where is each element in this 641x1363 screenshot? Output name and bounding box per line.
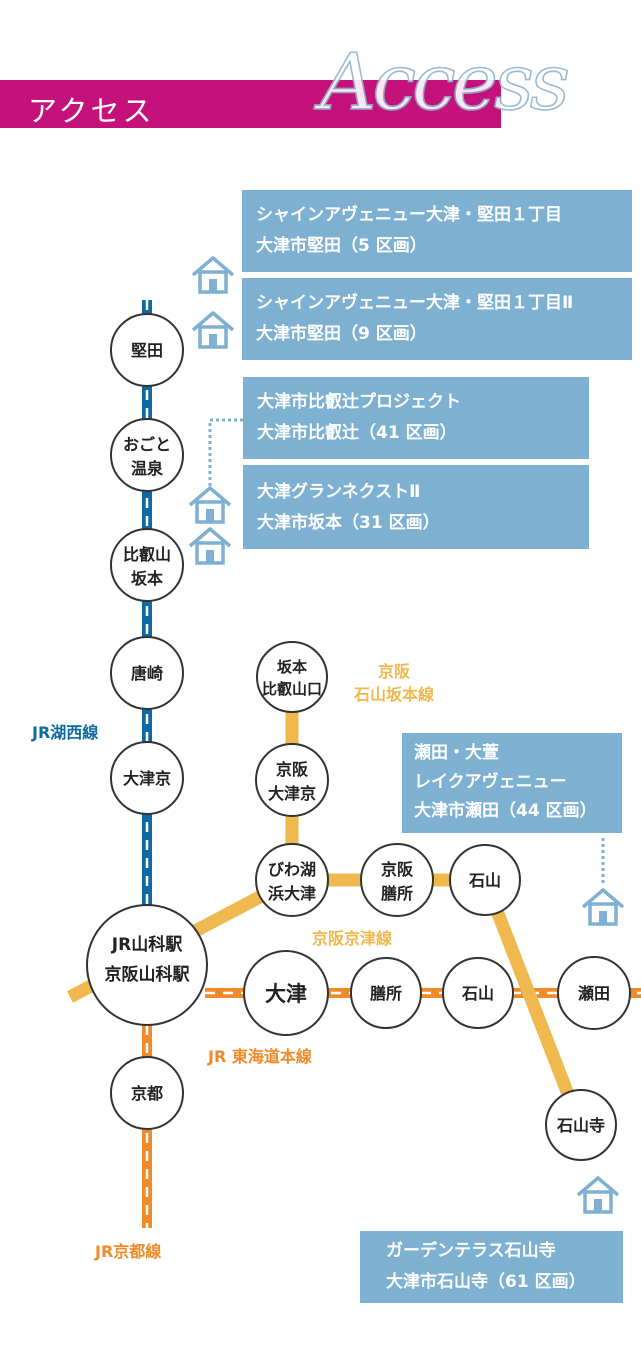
svg-text:京都: 京都 <box>131 1084 163 1103</box>
station-karasaki: 唐崎 <box>110 636 184 710</box>
property-name: シャインアヴェニュー大津・堅田１丁目 <box>256 205 562 225</box>
svg-text:坂本: 坂本 <box>277 658 307 676</box>
page-title: アクセス <box>28 94 155 128</box>
label-keihan-ishiyama-1: 京阪 <box>378 662 411 681</box>
svg-text:坂本: 坂本 <box>131 569 163 588</box>
svg-text:大津京: 大津京 <box>268 784 316 803</box>
script-title: Access <box>319 37 571 129</box>
station-ogoto-onsen: おごと 温泉 <box>110 418 184 492</box>
station-ishiyamadera: 石山寺 <box>545 1089 617 1161</box>
property-name: 大津市比叡辻プロジェクト <box>257 392 461 412</box>
house-icon <box>581 888 625 926</box>
svg-text:大津: 大津 <box>265 982 307 1006</box>
property-location: 大津市石山寺（61 区画） <box>386 1272 586 1292</box>
station-ishiyama: 石山 <box>442 957 514 1029</box>
svg-text:堅田: 堅田 <box>131 341 163 360</box>
property-location: 大津市堅田（5 区画） <box>256 236 427 256</box>
label-jr-kyoto: JR京都線 <box>94 1242 161 1261</box>
svg-text:石山: 石山 <box>461 984 494 1003</box>
property-box-hieitsuji: 大津市比叡辻プロジェクト 大津市比叡辻（41 区画） <box>243 377 589 459</box>
station-biwako-hamaotsu: びわ湖 浜大津 <box>255 843 329 917</box>
station-yamashina: JR山科駅 京阪山科駅 <box>86 904 208 1026</box>
property-box-seta: 瀬田・大萱 レイクアヴェニュー 大津市瀬田（44 区画） <box>402 733 622 833</box>
svg-text:京阪: 京阪 <box>276 760 309 779</box>
svg-text:JR山科駅: JR山科駅 <box>111 934 183 955</box>
connector-hieitsuji <box>208 418 243 488</box>
station-sakamoto-hieizanguchi: 坂本 比叡山口 <box>256 641 328 713</box>
property-location: 大津市坂本（31 区画） <box>257 513 440 533</box>
svg-text:京阪: 京阪 <box>381 860 414 879</box>
label-jr-kosei: JR湖西線 <box>31 723 98 742</box>
svg-text:比叡山口: 比叡山口 <box>262 680 322 698</box>
station-hieizan-sakamoto: 比叡山 坂本 <box>110 528 184 602</box>
property-location: 大津市比叡辻（41 区画） <box>257 423 457 443</box>
property-name: ガーデンテラス石山寺 <box>386 1241 556 1261</box>
svg-text:膳所: 膳所 <box>381 884 413 903</box>
property-name: シャインアヴェニュー大津・堅田１丁目Ⅱ <box>256 293 574 313</box>
property-name: 大津グランネクストⅡ <box>257 482 421 502</box>
svg-text:膳所: 膳所 <box>370 984 402 1003</box>
svg-text:びわ湖: びわ湖 <box>268 860 316 879</box>
header-bar <box>0 80 501 128</box>
svg-text:瀬田: 瀬田 <box>578 984 610 1003</box>
label-jr-tokaido: JR 東海道本線 <box>207 1047 312 1066</box>
label-keihan-keishin: 京阪京津線 <box>312 929 392 948</box>
svg-text:石山寺: 石山寺 <box>556 1116 605 1135</box>
house-icon <box>576 1176 620 1214</box>
station-keihan-zeze: 京阪 膳所 <box>360 843 434 917</box>
svg-text:比叡山: 比叡山 <box>123 545 171 564</box>
property-name: 瀬田・大萱 <box>414 743 499 763</box>
house-icon <box>188 486 232 524</box>
svg-text:温泉: 温泉 <box>130 459 164 478</box>
station-seta: 瀬田 <box>557 956 631 1030</box>
station-otsu: 大津 <box>243 950 329 1036</box>
svg-text:京阪山科駅: 京阪山科駅 <box>105 964 191 985</box>
svg-text:おごと: おごと <box>123 435 171 454</box>
property-location: 大津市堅田（9 区画） <box>256 324 427 344</box>
station-kyoto: 京都 <box>110 1056 184 1130</box>
house-icon <box>191 256 235 294</box>
property-location: 大津市瀬田（44 区画） <box>414 801 597 821</box>
svg-text:唐崎: 唐崎 <box>131 664 163 683</box>
property-box-ishiyamadera: ガーデンテラス石山寺 大津市石山寺（61 区画） <box>360 1231 623 1303</box>
station-keihan-ishiyama: 石山 <box>449 844 521 916</box>
house-icon <box>191 311 235 349</box>
station-zeze: 膳所 <box>350 957 422 1029</box>
house-icon <box>188 527 232 565</box>
label-keihan-ishiyama-2: 石山坂本線 <box>353 685 434 704</box>
svg-text:大津京: 大津京 <box>123 769 171 788</box>
station-katata: 堅田 <box>110 313 184 387</box>
property-box-katata-2: シャインアヴェニュー大津・堅田１丁目Ⅱ 大津市堅田（9 区画） <box>242 278 632 360</box>
station-otsukyo: 大津京 <box>110 741 184 815</box>
svg-text:石山: 石山 <box>468 871 501 890</box>
property-box-sakamoto: 大津グランネクストⅡ 大津市坂本（31 区画） <box>243 465 589 549</box>
keihan-ishiyama-line-3 <box>478 877 587 1128</box>
station-keihan-otsukyo: 京阪 大津京 <box>255 743 329 817</box>
property-name-2: レイクアヴェニュー <box>414 772 567 792</box>
property-box-katata-1: シャインアヴェニュー大津・堅田１丁目 大津市堅田（5 区画） <box>242 190 632 272</box>
svg-text:浜大津: 浜大津 <box>268 884 316 903</box>
